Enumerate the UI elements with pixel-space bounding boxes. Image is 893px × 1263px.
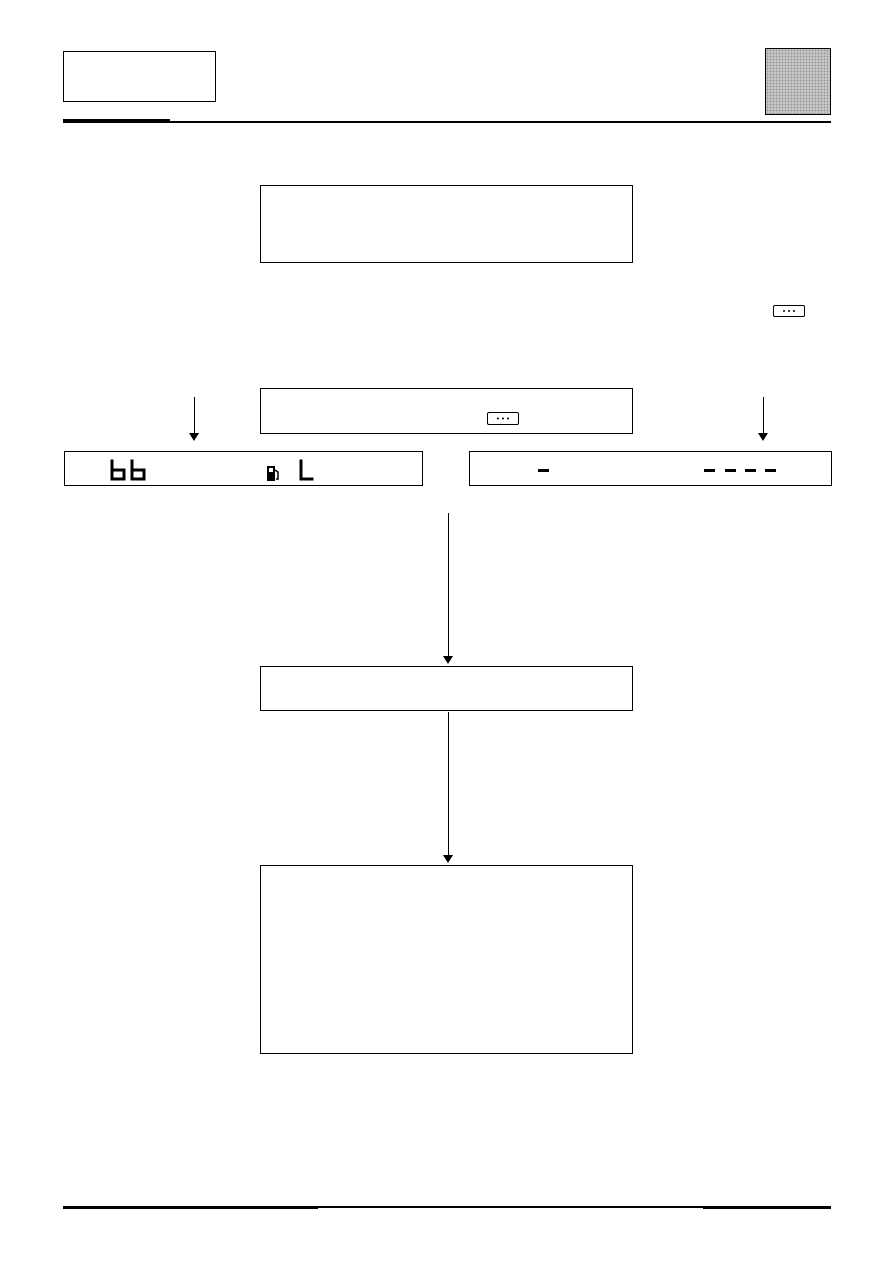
- display-left-box: [64, 451, 423, 486]
- flow-decision-box: [260, 388, 633, 434]
- title-box: [63, 51, 216, 102]
- fuel-pump-icon: [266, 464, 280, 482]
- footer-rule-accent-right: [703, 1208, 831, 1209]
- connector-line: [448, 712, 449, 855]
- header-rule-accent: [63, 119, 170, 121]
- footer-rule-accent-left: [63, 1208, 318, 1209]
- key-button-icon: [487, 412, 519, 425]
- segment-display-bb: [109, 459, 149, 481]
- down-arrow-icon: [443, 656, 453, 664]
- right-branch-line: [763, 397, 764, 433]
- footer-rule: [63, 1206, 831, 1208]
- connector-line: [448, 513, 449, 656]
- down-arrow-icon: [758, 433, 768, 441]
- segment-display-dash: [537, 469, 551, 473]
- left-branch-line: [194, 397, 195, 433]
- down-arrow-icon: [443, 855, 453, 863]
- flow-step-box: [260, 666, 633, 711]
- flow-result-box: [260, 865, 633, 1054]
- header-rule: [63, 121, 831, 123]
- segment-display-dashes: [703, 469, 783, 473]
- section-tab: [765, 48, 831, 115]
- flow-start-box: [260, 185, 633, 263]
- segment-display-l: [298, 459, 314, 481]
- display-right-box: [469, 451, 832, 486]
- key-button-icon: [773, 305, 805, 317]
- down-arrow-icon: [189, 433, 199, 441]
